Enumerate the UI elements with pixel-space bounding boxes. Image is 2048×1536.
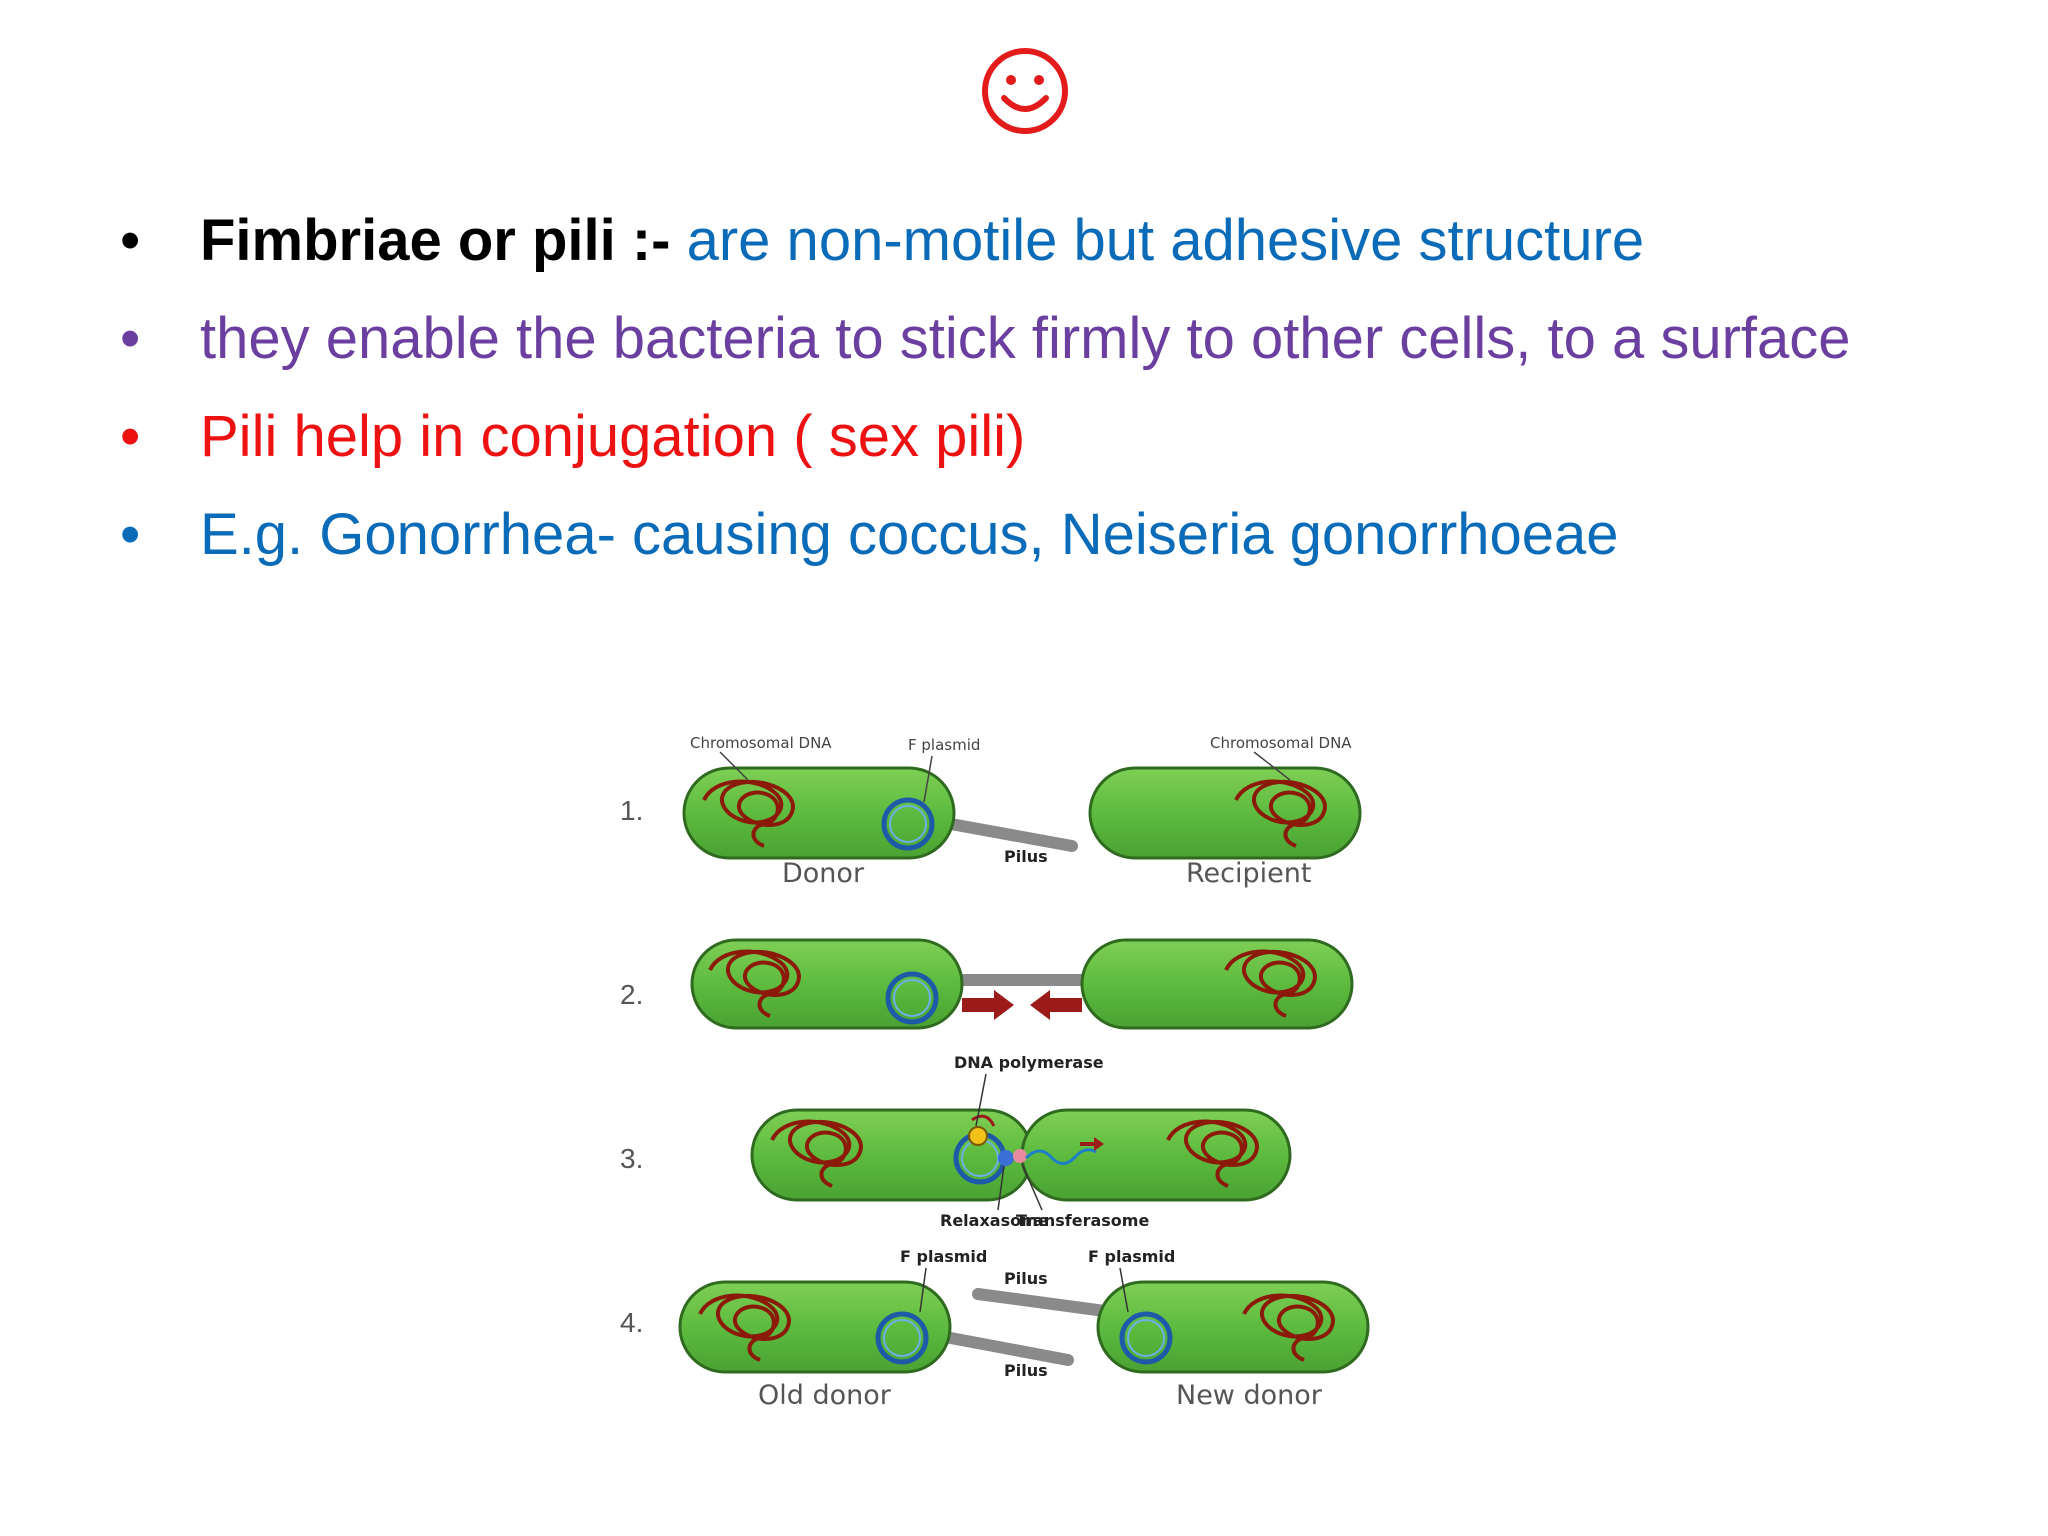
bullet-conjugation: • Pili help in conjugation ( sex pili) [120, 396, 1880, 478]
label-pilus: Pilus [1004, 847, 1048, 866]
label-transferasome: Transferasome [1016, 1211, 1149, 1230]
bullet-list: • Fimbriae or pili :- are non-motile but… [120, 200, 1880, 592]
dna-polymerase-icon [968, 1126, 988, 1146]
bullet-text: Pili help in conjugation ( sex pili) [200, 404, 1026, 469]
label-recipient: Recipient [1186, 858, 1311, 889]
arrow-left-icon [1030, 990, 1082, 1020]
pilus [934, 1330, 1074, 1366]
bullet-text: are non-motile but adhesive structure [670, 208, 1645, 273]
arrow-right-icon [962, 990, 1014, 1020]
bullet-adhesion: • they enable the bacteria to stick firm… [120, 298, 1880, 380]
smiley-icon [982, 48, 1068, 134]
label-relaxasome: Relaxasome [940, 1211, 1049, 1230]
step-2 [690, 938, 1354, 1030]
label-f-plasmid-old: F plasmid [900, 1247, 987, 1266]
label-donor: Donor [782, 858, 865, 889]
pilus [934, 816, 1078, 852]
label-dna-polymerase: DNA polymerase [954, 1053, 1104, 1072]
label-pilus-bottom: Pilus [1004, 1361, 1048, 1380]
pilus [956, 974, 1088, 986]
label-chromosomal-dna: Chromosomal DNA [690, 734, 832, 752]
bullet-text: they enable the bacteria to stick firmly… [200, 306, 1851, 371]
transferasome-icon [1013, 1149, 1027, 1163]
bullet-text: E.g. Gonorrhea- causing coccus, Neiseria… [200, 502, 1619, 567]
donor-cell [682, 766, 956, 860]
bullet-fimbriae: • Fimbriae or pili :- are non-motile but… [120, 200, 1880, 282]
arrow-right-icon [1080, 1137, 1104, 1151]
step-number-3: 3. [620, 1143, 643, 1174]
step-3: DNA polymerase Relaxasome Transferasome [750, 1053, 1292, 1230]
bullet-dot: • [120, 208, 141, 273]
step-4: F plasmid F plasmid Pilus Pilus Old dono… [678, 1247, 1370, 1411]
label-pilus-top: Pilus [1004, 1269, 1048, 1288]
label-new-donor: New donor [1176, 1380, 1323, 1411]
step-number-4: 4. [620, 1307, 643, 1338]
term-fimbriae: Fimbriae or pili :- [200, 208, 671, 273]
recipient-cell [1020, 1108, 1292, 1202]
bullet-dot: • [120, 306, 141, 371]
step-number-2: 2. [620, 979, 643, 1010]
bullet-example: • E.g. Gonorrhea- causing coccus, Neiser… [120, 494, 1880, 576]
relaxasome-icon [998, 1150, 1014, 1166]
label-old-donor: Old donor [758, 1380, 892, 1411]
bullet-dot: • [120, 404, 141, 469]
label-f-plasmid-new: F plasmid [1088, 1247, 1175, 1266]
label-f-plasmid: F plasmid [908, 736, 980, 754]
step-1: Chromosomal DNA F plasmid Chromosomal DN… [682, 734, 1362, 889]
label-chromosomal-dna-right: Chromosomal DNA [1210, 734, 1352, 752]
step-number-1: 1. [620, 795, 643, 826]
recipient-cell [1088, 766, 1362, 860]
pilus [972, 1288, 1118, 1318]
bullet-dot: • [120, 502, 141, 567]
